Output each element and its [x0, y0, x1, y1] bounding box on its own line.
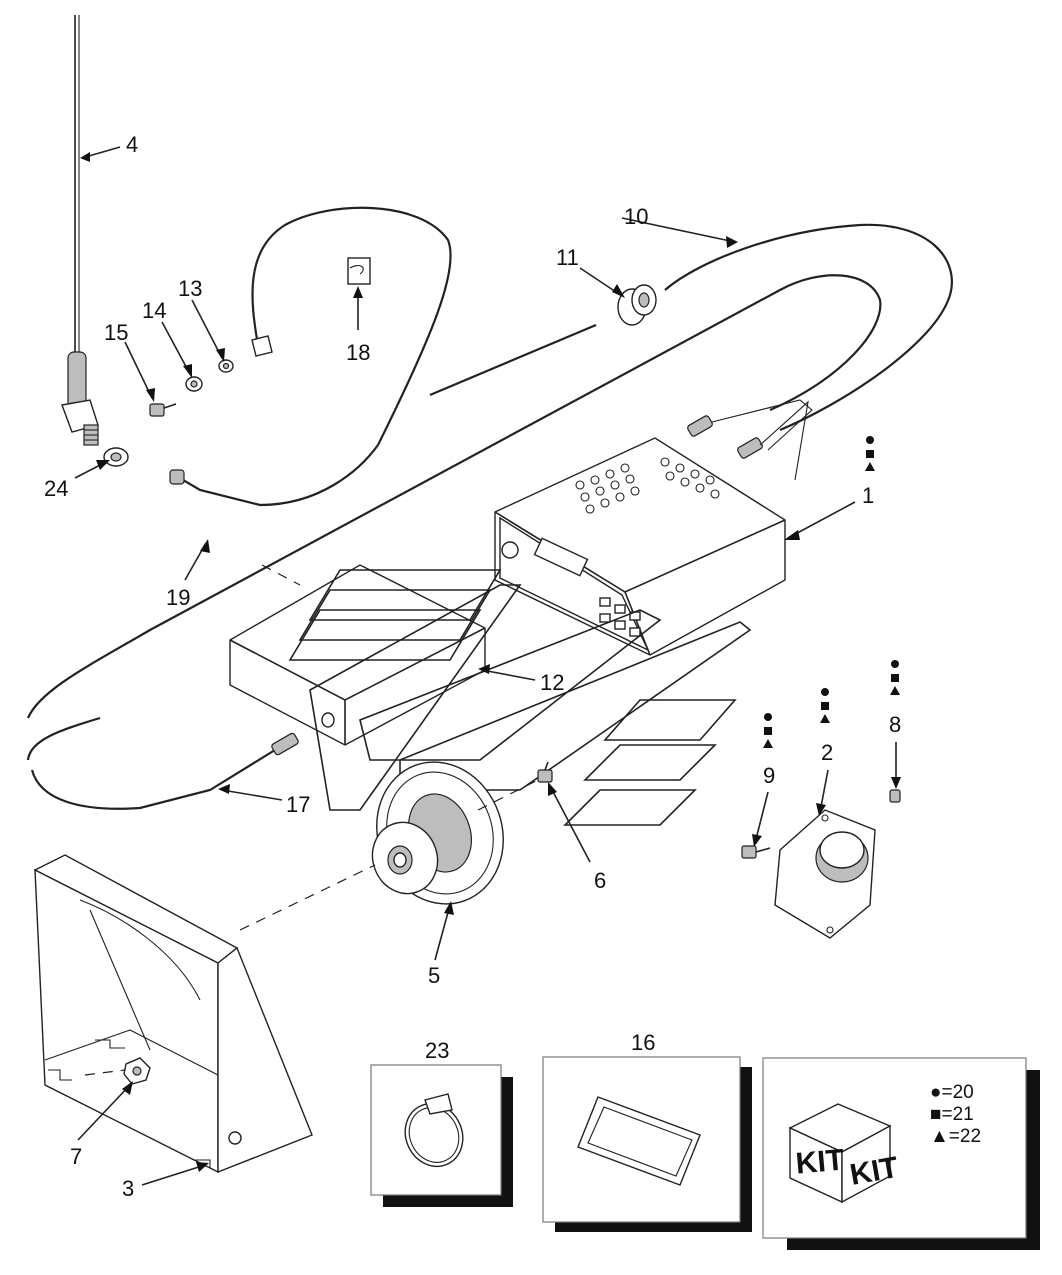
antenna-nut: [103, 447, 129, 467]
enclosure-nut: [123, 1057, 151, 1085]
triangle-marker: [890, 686, 900, 695]
circle-marker: [821, 688, 829, 696]
callout-12: 12: [540, 670, 564, 695]
callout-4: 4: [126, 132, 138, 157]
triangle-marker: [865, 462, 875, 471]
antenna-cable: [26, 223, 953, 810]
callout-16: 16: [631, 1030, 655, 1055]
square-marker: [764, 727, 772, 735]
part-box-clamp: [370, 1064, 513, 1207]
kit-legend-square: ■=21: [930, 1104, 974, 1125]
speaker-small: [774, 809, 876, 939]
callout-14: 14: [142, 298, 166, 323]
callout-13: 13: [178, 276, 202, 301]
ground-strap: [169, 206, 452, 507]
kit-symbol-markers: [763, 436, 900, 748]
kit-label-left: KIT: [794, 1144, 845, 1181]
callout-1: 1: [862, 483, 874, 508]
callout-23: 23: [425, 1038, 449, 1063]
speed-nut: [889, 789, 901, 803]
gasket: [577, 1096, 701, 1186]
circle-marker: [764, 713, 772, 721]
square-marker: [866, 450, 874, 458]
mounting-bracket: [288, 569, 752, 826]
speaker-enclosure: [33, 854, 313, 1174]
grommet: [617, 284, 657, 326]
part-box-kit: KIT KIT ●=20 ■=21 ▲=22: [762, 1057, 1040, 1250]
speaker-screw: [537, 761, 553, 783]
callout-19: 19: [166, 585, 190, 610]
speaker-large: [371, 761, 504, 905]
callout-15: 15: [104, 320, 128, 345]
radio-housing: [229, 564, 486, 746]
tweeter-screw: [741, 845, 771, 859]
radio-unit: [494, 437, 786, 656]
callout-9: 9: [763, 763, 775, 788]
part-box-gasket: [542, 1056, 752, 1232]
circle-marker: [866, 436, 874, 444]
cable-clip: [347, 257, 371, 285]
hose-clamp: [404, 1102, 464, 1168]
callout-labels: 1 2 3 4 5 6 7 8 9 10 11 12 13 14 15 16 1…: [44, 132, 901, 1201]
antenna-mast: [61, 15, 99, 446]
callout-3: 3: [122, 1176, 134, 1201]
callout-11: 11: [556, 245, 579, 270]
triangle-marker: [820, 714, 830, 723]
callout-5: 5: [428, 963, 440, 988]
callout-10: 10: [624, 204, 648, 229]
callout-8: 8: [889, 712, 901, 737]
assembly-lines: [84, 564, 539, 1076]
kit-legend-circle: ●=20: [930, 1082, 974, 1103]
square-marker: [891, 674, 899, 682]
lock-washer: [185, 376, 203, 392]
callout-7: 7: [70, 1144, 82, 1169]
triangle-marker: [763, 739, 773, 748]
callout-24: 24: [44, 476, 68, 501]
circle-marker: [891, 660, 899, 668]
kit-legend-triangle: ▲=22: [930, 1126, 981, 1147]
callout-18: 18: [346, 340, 370, 365]
callout-17: 17: [286, 792, 310, 817]
square-marker: [821, 702, 829, 710]
antenna-screw: [149, 403, 177, 417]
flat-washer: [218, 359, 234, 373]
callout-6: 6: [594, 868, 606, 893]
leader-lines: [74, 146, 901, 1186]
callout-2: 2: [821, 740, 833, 765]
